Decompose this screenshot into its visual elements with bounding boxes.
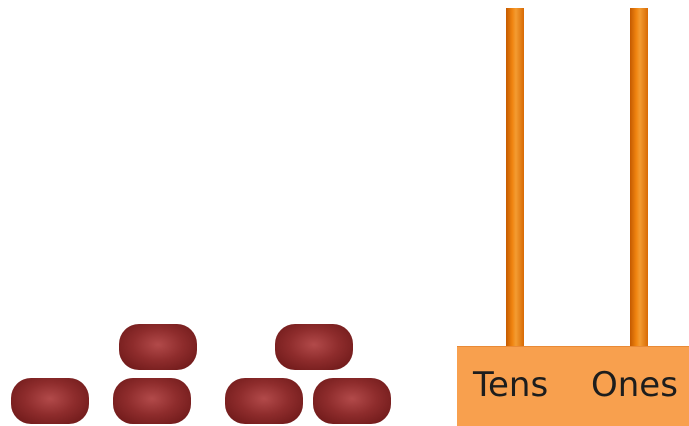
ones-label: Ones — [591, 365, 678, 405]
bead[interactable] — [11, 378, 89, 424]
tens-label: Tens — [473, 365, 549, 405]
bead[interactable] — [113, 378, 191, 424]
bead[interactable] — [275, 324, 353, 370]
tens-rod[interactable] — [506, 8, 524, 348]
bead[interactable] — [313, 378, 391, 424]
bead[interactable] — [119, 324, 197, 370]
ones-rod[interactable] — [630, 8, 648, 348]
abacus-base — [457, 346, 689, 426]
bead[interactable] — [225, 378, 303, 424]
